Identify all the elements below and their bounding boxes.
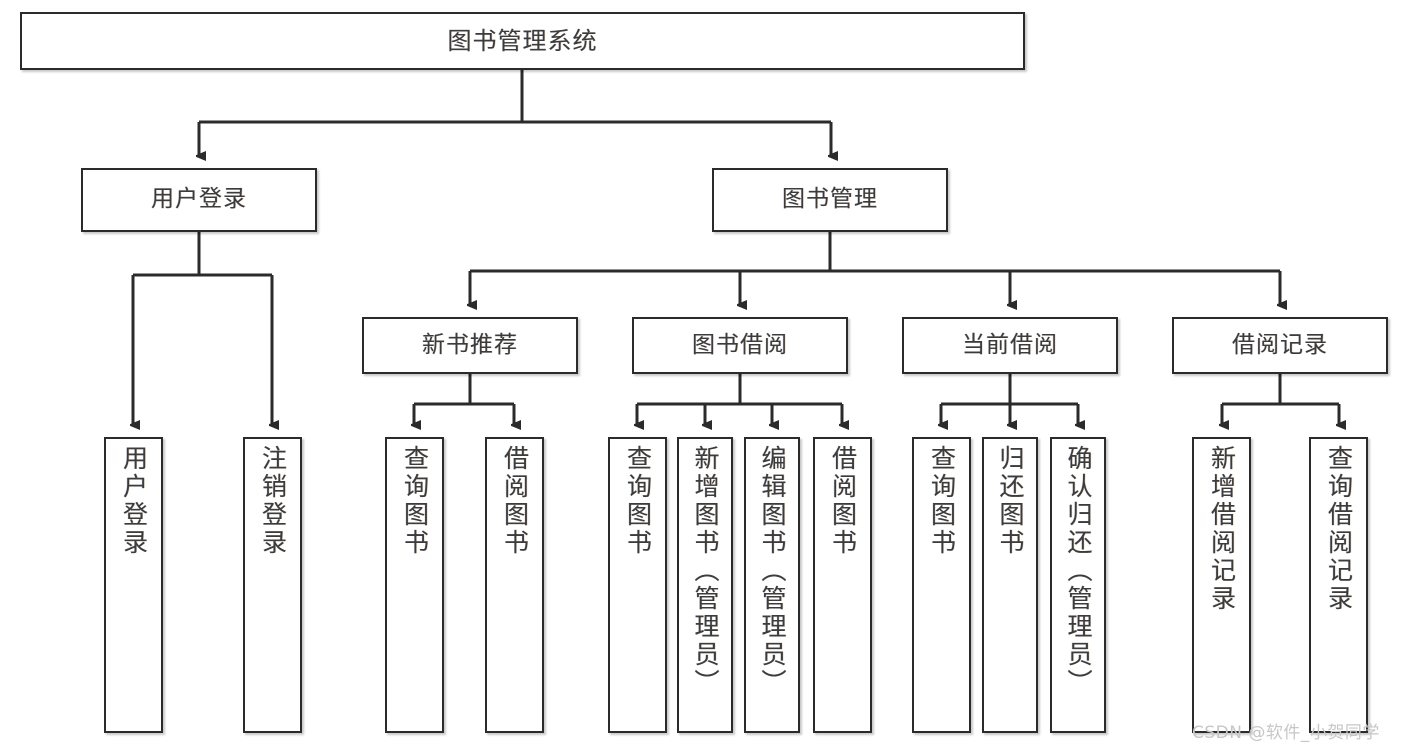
leaf-new-book-borrow-book[interactable]: 借阅图书: [485, 437, 544, 733]
leaf-current-query-book[interactable]: 查询图书: [912, 437, 971, 733]
node-label: 新书推荐: [422, 331, 518, 358]
node-borrow-records[interactable]: 借阅记录: [1172, 317, 1388, 374]
leaf-current-confirm-return-admin[interactable]: 确认归还（管理员）: [1050, 437, 1106, 733]
node-root-library-management-system[interactable]: 图书管理系统: [20, 12, 1025, 70]
node-label: 借阅记录: [1232, 331, 1328, 358]
node-label: 借阅图书: [828, 445, 858, 557]
leaf-current-return-book[interactable]: 归还图书: [982, 437, 1038, 733]
node-book-management[interactable]: 图书管理: [712, 168, 948, 232]
node-label: 确认归还（管理员）: [1064, 445, 1093, 697]
node-label: 新增借阅记录: [1207, 445, 1237, 613]
node-label: 查询图书: [400, 445, 430, 557]
node-label: 图书管理系统: [447, 26, 598, 55]
leaf-borrow-add-book-admin[interactable]: 新增图书（管理员）: [677, 437, 733, 733]
node-label: 用户登录: [151, 186, 247, 213]
node-label: 图书借阅: [692, 331, 788, 358]
node-label: 查询图书: [623, 445, 653, 557]
node-label: 借阅图书: [500, 445, 530, 557]
node-book-borrowing[interactable]: 图书借阅: [632, 317, 848, 374]
node-user-login[interactable]: 用户登录: [81, 168, 317, 232]
node-current-borrowing[interactable]: 当前借阅: [902, 317, 1118, 374]
node-label: 归还图书: [996, 445, 1025, 557]
node-new-book-recommendation[interactable]: 新书推荐: [362, 317, 578, 374]
leaf-record-query-borrow-record[interactable]: 查询借阅记录: [1309, 437, 1368, 733]
node-label: 查询图书: [927, 445, 957, 557]
node-label: 图书管理: [782, 186, 878, 213]
leaf-borrow-edit-book-admin[interactable]: 编辑图书（管理员）: [744, 437, 800, 733]
leaf-borrow-query-book[interactable]: 查询图书: [608, 437, 667, 733]
node-label: 编辑图书（管理员）: [758, 445, 787, 697]
leaf-user-login-logout[interactable]: 注销登录: [243, 437, 302, 733]
node-label: 当前借阅: [962, 331, 1058, 358]
leaf-borrow-borrow-book[interactable]: 借阅图书: [813, 437, 872, 733]
leaf-user-login-login[interactable]: 用户登录: [104, 437, 163, 733]
node-label: 新增图书（管理员）: [691, 445, 720, 697]
leaf-record-add-borrow-record[interactable]: 新增借阅记录: [1192, 437, 1251, 733]
leaf-new-book-query-book[interactable]: 查询图书: [385, 437, 444, 733]
node-label: 查询借阅记录: [1324, 445, 1354, 613]
node-label: 用户登录: [119, 445, 149, 557]
watermark-csdn: CSDN @软件_小贺同学: [1192, 723, 1380, 743]
node-label: 注销登录: [258, 445, 288, 557]
